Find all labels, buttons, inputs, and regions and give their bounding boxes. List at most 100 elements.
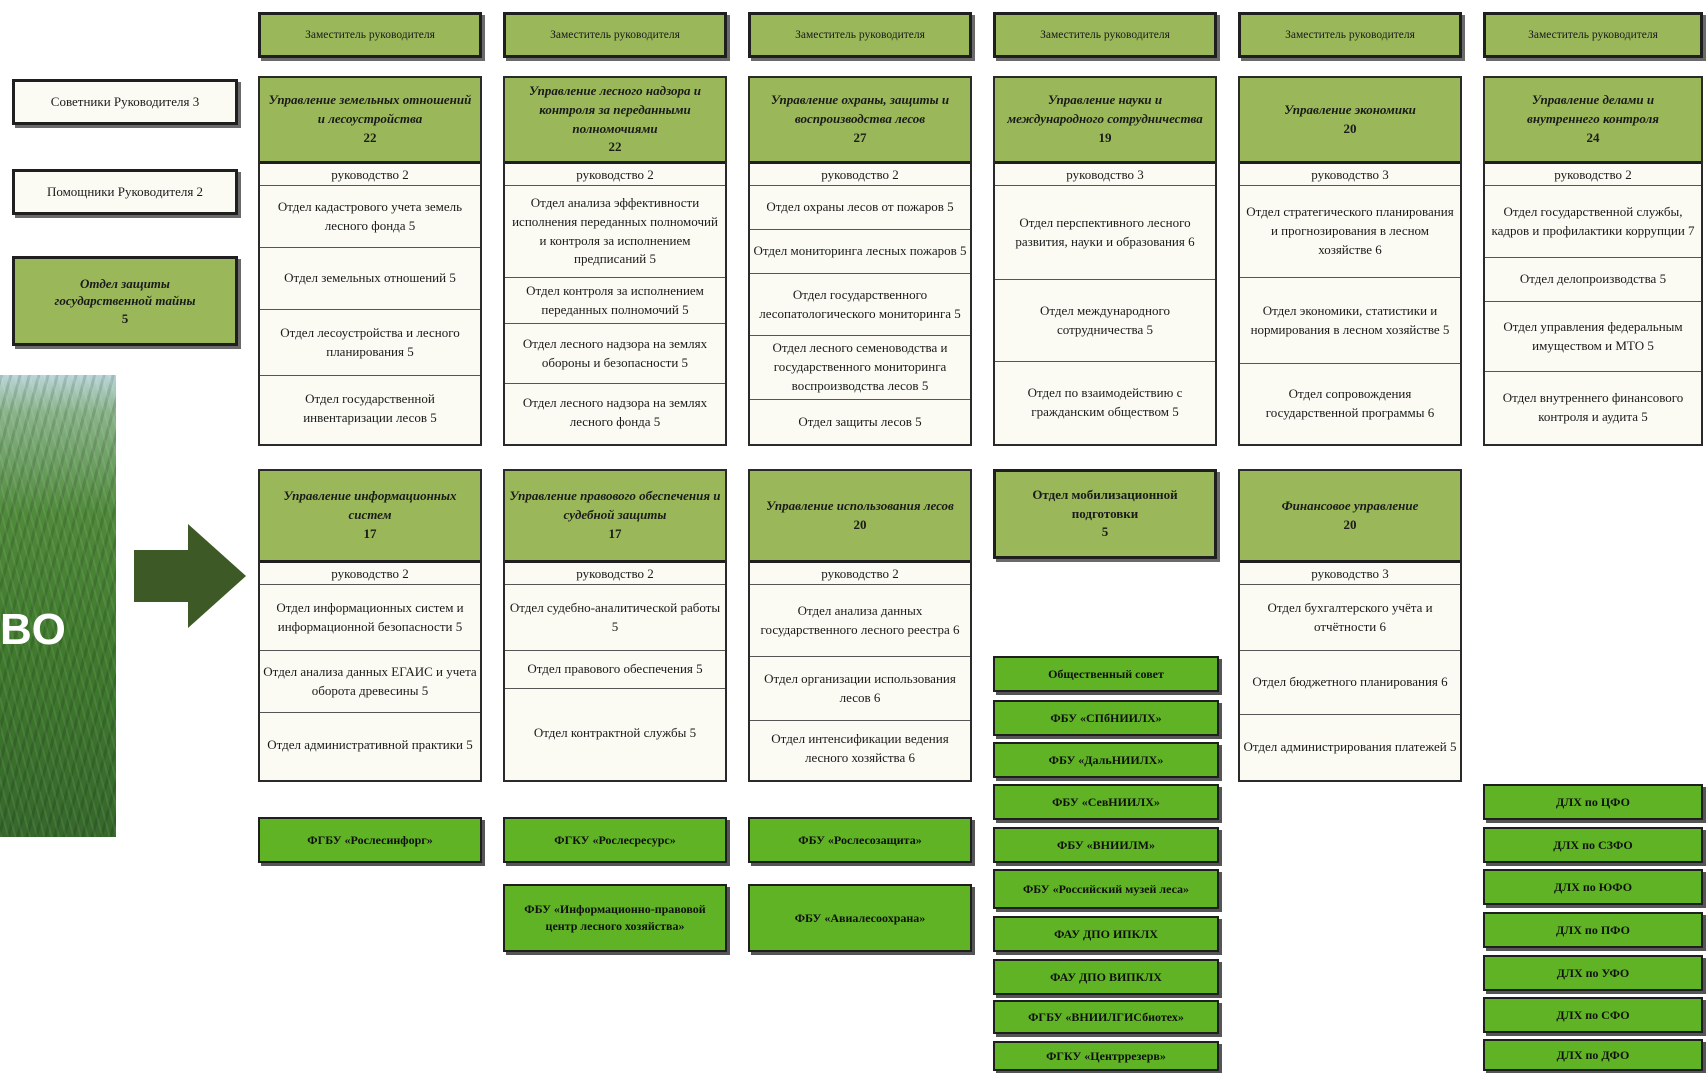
org-box: ДЛХ по ЦФО (1483, 784, 1703, 820)
org-box: ФГБУ «ВНИИЛГИСбиотех» (993, 1000, 1219, 1034)
division-row: Отдел международного сотрудничества 5 (995, 280, 1215, 362)
org-box: ФГКУ «Рослесресурс» (503, 817, 727, 863)
department-header: Финансовое управление 20 (1240, 471, 1460, 563)
department-lead: руководство 2 (260, 164, 480, 186)
department-count: 24 (1586, 129, 1600, 145)
division-row: Отдел анализа эффективности исполнения п… (505, 186, 725, 278)
division-row: Отдел административной практики 5 (267, 736, 473, 752)
mobilization-dept-box: Отдел мобилизационной подготовки 5 (993, 469, 1217, 559)
assistants-box: Помощники Руководителя 2 (12, 169, 238, 215)
department-finance: Финансовое управление 20 руководство 3 О… (1238, 469, 1462, 782)
department-count: 20 (853, 516, 867, 532)
division-row: Отдел стратегического планирования и про… (1240, 186, 1460, 278)
department-title: Управление экономики (1284, 101, 1416, 117)
department-lead: руководство 3 (1240, 164, 1460, 186)
deputy-box: Заместитель руководителя (1483, 12, 1703, 58)
division-row: Отдел земельных отношений 5 (260, 248, 480, 310)
division-row: Отдел администрирования платежей 5 (1243, 738, 1457, 754)
org-box: ДЛХ по СЗФО (1483, 827, 1703, 863)
division-row: Отдел контрактной службы 5 (533, 724, 697, 740)
department-title: Управление делами и внутреннего контроля (1527, 92, 1659, 127)
department-count: 22 (608, 139, 622, 155)
deputy-box: Заместитель руководителя (993, 12, 1217, 58)
department-title: Финансовое управление (1281, 497, 1419, 513)
department-header: Управление охраны, защиты и воспроизводс… (750, 78, 970, 164)
division-row: Отдел экономики, статистики и нормирован… (1240, 278, 1460, 364)
department-lead: руководство 3 (995, 164, 1215, 186)
org-box: ДЛХ по ДФО (1483, 1039, 1703, 1071)
org-box: ФБУ «Рослесозащита» (748, 817, 972, 863)
department-header: Управление делами и внутреннего контроля… (1485, 78, 1701, 164)
division-row: Отдел бюджетного планирования 6 (1240, 651, 1460, 715)
secret-dept-title: Отдел защиты государственной тайны (54, 275, 196, 309)
org-box: ФБУ «Российский музей леса» (993, 869, 1219, 909)
division-row: Отдел лесоустройства и лесного планирова… (260, 310, 480, 376)
department-lead: руководство 2 (1485, 164, 1701, 186)
department-title: Управление земельных отношений и лесоуст… (268, 92, 472, 127)
department-lead: руководство 2 (505, 164, 725, 186)
department-lead: руководство 2 (750, 164, 970, 186)
department-affairs: Управление делами и внутреннего контроля… (1483, 76, 1703, 446)
division-row: Отдел государственной службы, кадров и п… (1485, 186, 1701, 258)
department-header: Управление использования лесов 20 (750, 471, 970, 563)
division-row: Отдел анализа данных государственного ле… (750, 585, 970, 657)
department-lead: руководство 2 (260, 563, 480, 585)
department-header: Управление информационных систем 17 (260, 471, 480, 563)
division-row: Отдел по взаимодействию с гражданским об… (1027, 385, 1183, 419)
department-count: 22 (363, 129, 377, 145)
org-box: ДЛХ по УФО (1483, 955, 1703, 991)
division-row: Отдел анализа данных ЕГАИС и учета оборо… (260, 651, 480, 713)
division-row: Отдел сопровождения государственной прог… (1265, 386, 1435, 420)
division-row: Отдел лесного надзора на землях лесного … (522, 395, 708, 429)
department-header: Управление земельных отношений и лесоуст… (260, 78, 480, 164)
org-box: ФГКУ «Центррезерв» (993, 1041, 1219, 1071)
division-row: Отдел организации использования лесов 6 (750, 657, 970, 721)
department-title: Управление лесного надзора и контроля за… (529, 82, 701, 136)
division-row: Отдел лесного надзора на землях обороны … (505, 324, 725, 384)
department-information-systems: Управление информационных систем 17 руко… (258, 469, 482, 782)
division-row: Отдел интенсификации ведения лесного хоз… (771, 731, 949, 765)
division-row: Отдел защиты лесов 5 (798, 413, 922, 429)
department-header: Управление экономики 20 (1240, 78, 1460, 164)
org-box: ФГБУ «Рослесинфорг» (258, 817, 482, 863)
org-box: ФБУ «СПбНИИЛХ» (993, 700, 1219, 736)
division-row: Отдел государственного лесопатологическо… (750, 274, 970, 336)
division-row: Отдел управления федеральным имуществом … (1485, 302, 1701, 372)
division-row: Отдел информационных систем и информацио… (260, 585, 480, 651)
division-row: Отдел охраны лесов от пожаров 5 (750, 186, 970, 230)
secret-dept-count: 5 (121, 310, 129, 326)
department-forest-supervision: Управление лесного надзора и контроля за… (503, 76, 727, 446)
division-row: Отдел лесного семеноводства и государств… (750, 336, 970, 400)
org-box: ДЛХ по ПФО (1483, 912, 1703, 948)
department-lead: руководство 2 (505, 563, 725, 585)
department-land-relations: Управление земельных отношений и лесоуст… (258, 76, 482, 446)
secret-dept-box: Отдел защиты государственной тайны 5 (12, 256, 238, 346)
division-row: Отдел перспективного лесного развития, н… (995, 186, 1215, 280)
department-title: Управление использования лесов (766, 497, 954, 513)
org-box: ФБУ «СевНИИЛХ» (993, 784, 1219, 820)
org-box: ФБУ «Авиалесоохрана» (748, 884, 972, 952)
department-economics: Управление экономики 20 руководство 3 От… (1238, 76, 1462, 446)
department-lead: руководство 2 (750, 563, 970, 585)
division-row: Отдел правового обеспечения 5 (505, 651, 725, 689)
right-arrow-icon (134, 524, 246, 628)
deputy-box: Заместитель руководителя (748, 12, 972, 58)
department-forest-use: Управление использования лесов 20 руково… (748, 469, 972, 782)
division-row: Отдел кадастрового учета земель лесного … (260, 186, 480, 248)
department-title: Управление правового обеспечения и судеб… (509, 488, 721, 523)
org-box: ФБУ «ВНИИЛМ» (993, 827, 1219, 863)
division-row: Отдел мониторинга лесных пожаров 5 (750, 230, 970, 274)
department-count: 17 (363, 525, 377, 541)
department-header: Управление лесного надзора и контроля за… (505, 78, 725, 164)
forest-banner-image: ВО (0, 375, 116, 837)
org-box: Общественный совет (993, 656, 1219, 692)
advisors-box: Советники Руководителя 3 (12, 79, 238, 125)
department-legal: Управление правового обеспечения и судеб… (503, 469, 727, 782)
org-box: ФБУ «ДальНИИЛХ» (993, 742, 1219, 778)
division-row: Отдел бухгалтерского учёта и отчётности … (1240, 585, 1460, 651)
org-box: ФАУ ДПО ВИПКЛХ (993, 959, 1219, 995)
org-box: ДЛХ по ЮФО (1483, 869, 1703, 905)
department-count: 17 (608, 525, 622, 541)
department-science: Управление науки и международного сотруд… (993, 76, 1217, 446)
department-header: Управление правового обеспечения и судеб… (505, 471, 725, 563)
